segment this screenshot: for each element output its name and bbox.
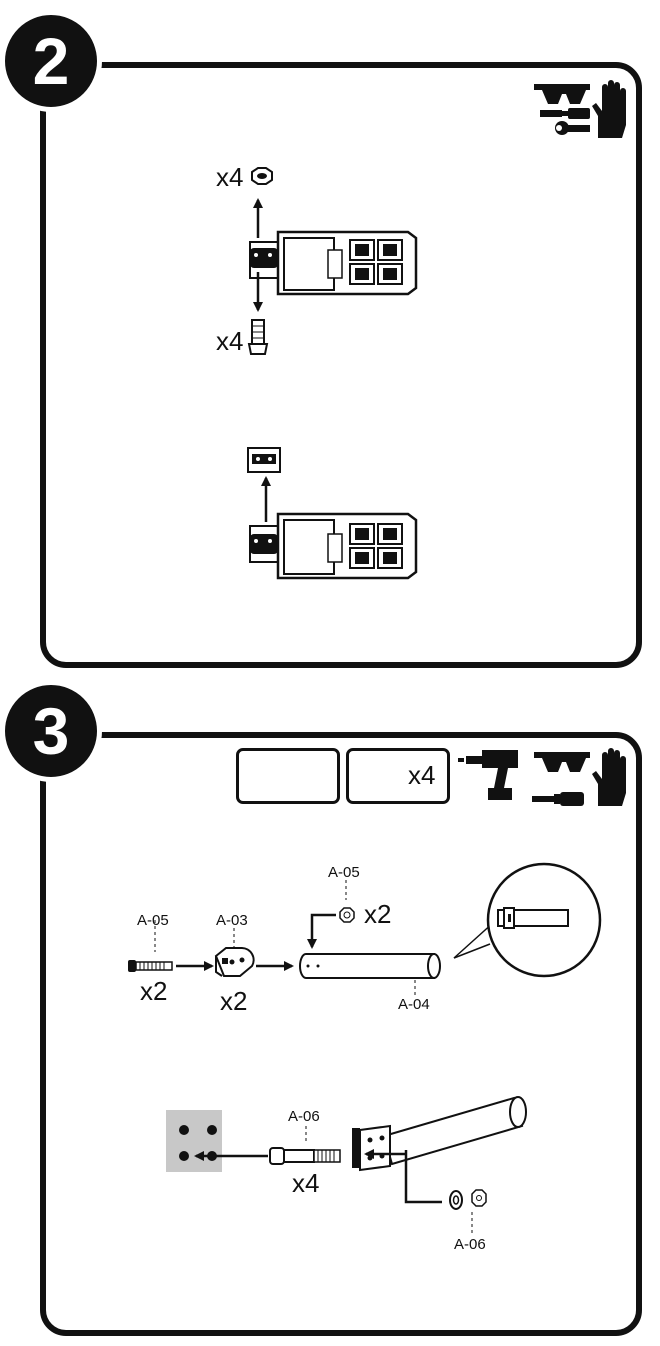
washer-nut-code: A-06 — [454, 1236, 486, 1253]
work-glove-icon — [592, 80, 626, 138]
hex-nut-a05 — [339, 907, 355, 923]
hole-marker-box — [346, 748, 450, 804]
bolt-qty: x2 — [140, 976, 168, 1006]
nut-quantity: x4 — [216, 162, 244, 192]
wall-panel — [166, 1110, 222, 1172]
step-3-badge: 3 — [0, 680, 102, 782]
nut-qty: x2 — [364, 899, 392, 929]
step-2-badge: 2 — [0, 10, 102, 112]
hole-quantity: x4 — [408, 760, 436, 790]
anchor-qty: x4 — [292, 1168, 320, 1198]
bracket-qty: x2 — [220, 986, 248, 1016]
street-light-fixture-assembled — [249, 512, 418, 580]
power-drill-icon — [458, 750, 518, 800]
safety-glasses-icon — [534, 752, 590, 772]
bolt-code: A-05 — [137, 912, 169, 929]
pipe-a04 — [299, 953, 441, 979]
wrench-icon — [555, 121, 590, 135]
washer-nut-a06 — [449, 1189, 487, 1210]
safety-glasses-icon — [534, 84, 590, 104]
bracket-code: A-03 — [216, 912, 248, 929]
step-3-panel — [40, 732, 642, 1336]
street-light-fixture — [249, 230, 418, 296]
bolt-a05 — [128, 960, 173, 972]
screwdriver-icon — [540, 108, 590, 119]
work-glove-icon — [592, 748, 626, 806]
bracket-a03 — [214, 947, 255, 977]
hex-nut-icon — [251, 167, 273, 185]
anchor-a06 — [269, 1147, 341, 1165]
hex-bolt-icon — [247, 319, 269, 355]
pipe-code: A-04 — [398, 996, 430, 1013]
anchor-code: A-06 — [288, 1108, 320, 1125]
mounting-bracket-icon — [247, 447, 281, 473]
drill-bit-box — [236, 748, 340, 804]
nut-code: A-05 — [328, 864, 360, 881]
arrow-nut-to-pipe — [307, 913, 336, 949]
detail-callout — [453, 862, 602, 978]
screwdriver-icon — [532, 792, 584, 806]
bracket-arm-assembly — [352, 1096, 527, 1172]
bolt-quantity: x4 — [216, 326, 244, 356]
